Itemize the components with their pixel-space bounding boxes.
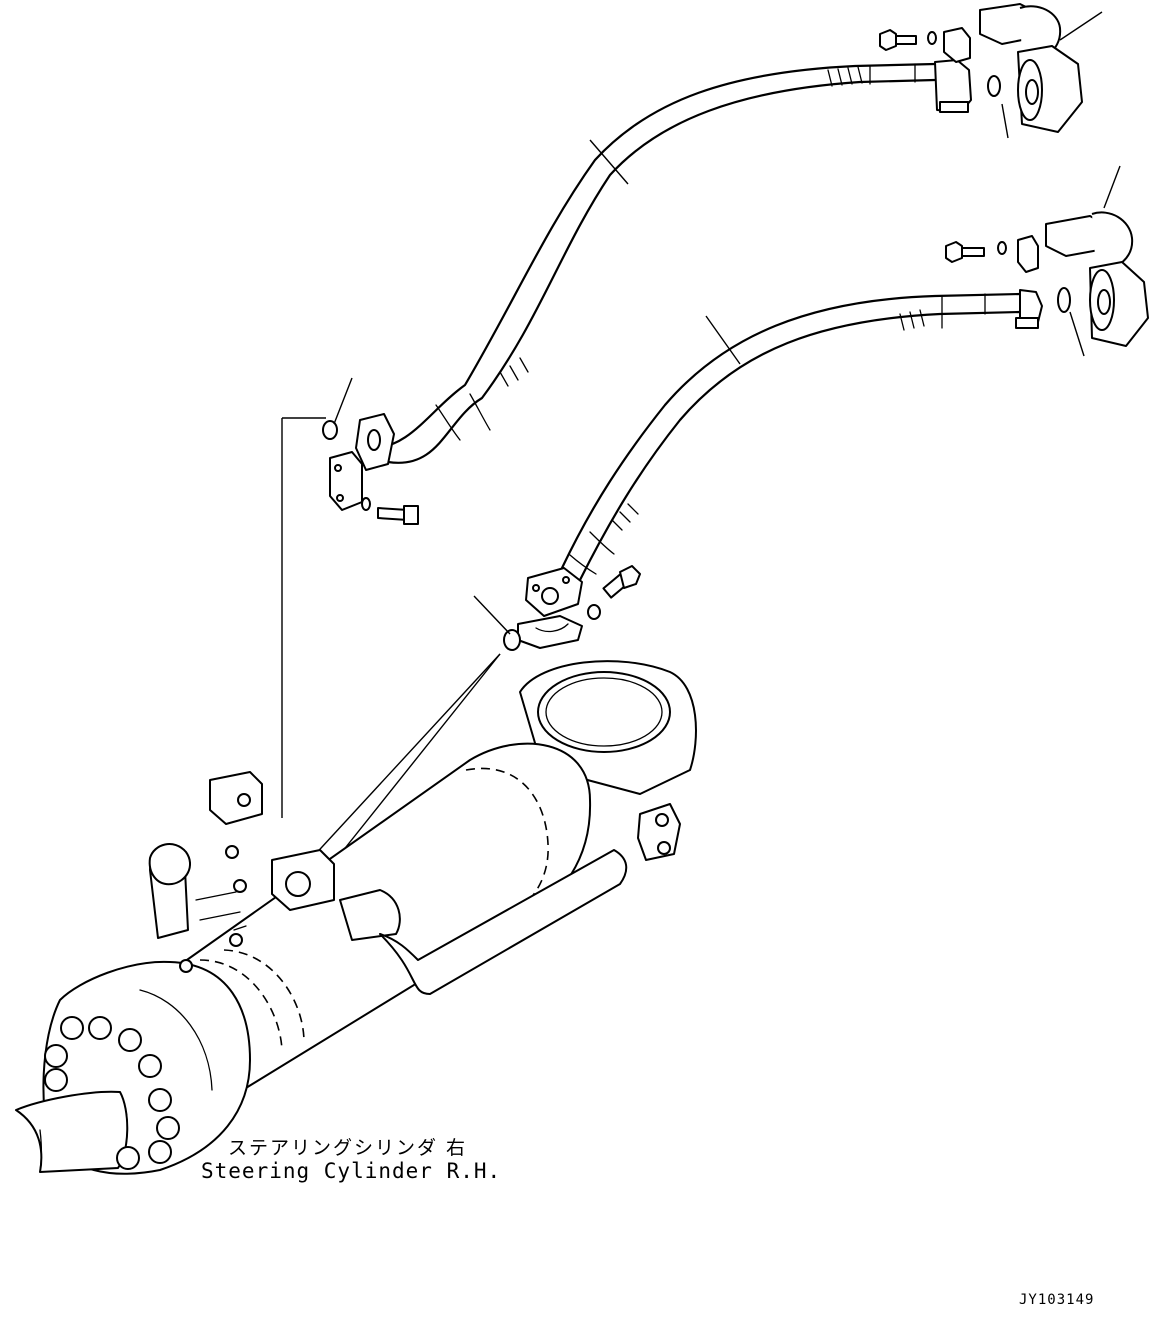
o-ring-upper-left — [322, 420, 338, 440]
crossover-pipe — [379, 849, 628, 995]
washer-mid-right — [997, 241, 1007, 255]
o-ring-mid-right — [1057, 287, 1071, 313]
pipe-lower-elbow — [339, 889, 401, 941]
split-flange-upper — [329, 451, 363, 511]
hose-upper — [355, 59, 972, 471]
split-flange-top-right — [943, 27, 971, 63]
split-flange-mid-right — [1017, 235, 1039, 273]
head-bolts — [44, 1016, 180, 1170]
bolt-upper-left — [377, 505, 419, 525]
bolt-top-right — [879, 29, 917, 51]
drawing-number: JY103149 — [1019, 1292, 1095, 1308]
hose-lower — [525, 289, 1043, 617]
o-ring-lower-left — [503, 629, 521, 651]
port-flange-upper — [209, 771, 263, 825]
caption-english: Steering Cylinder R.H. — [201, 1159, 502, 1183]
elbow-fitting-mid-right — [1045, 211, 1149, 347]
washer-upper-left — [361, 497, 371, 511]
elbow-fitting-top-right — [979, 3, 1083, 133]
clamp-half-lower — [517, 615, 583, 649]
washer-lower — [587, 604, 601, 620]
o-ring-top-right — [987, 75, 1001, 97]
bolt-mid-right — [945, 241, 985, 263]
steering-cylinder — [15, 660, 697, 1175]
bolt-lower — [602, 565, 641, 599]
washer-top-right — [927, 31, 937, 45]
caption-japanese: ステアリングシリンダ 右 — [228, 1137, 468, 1159]
